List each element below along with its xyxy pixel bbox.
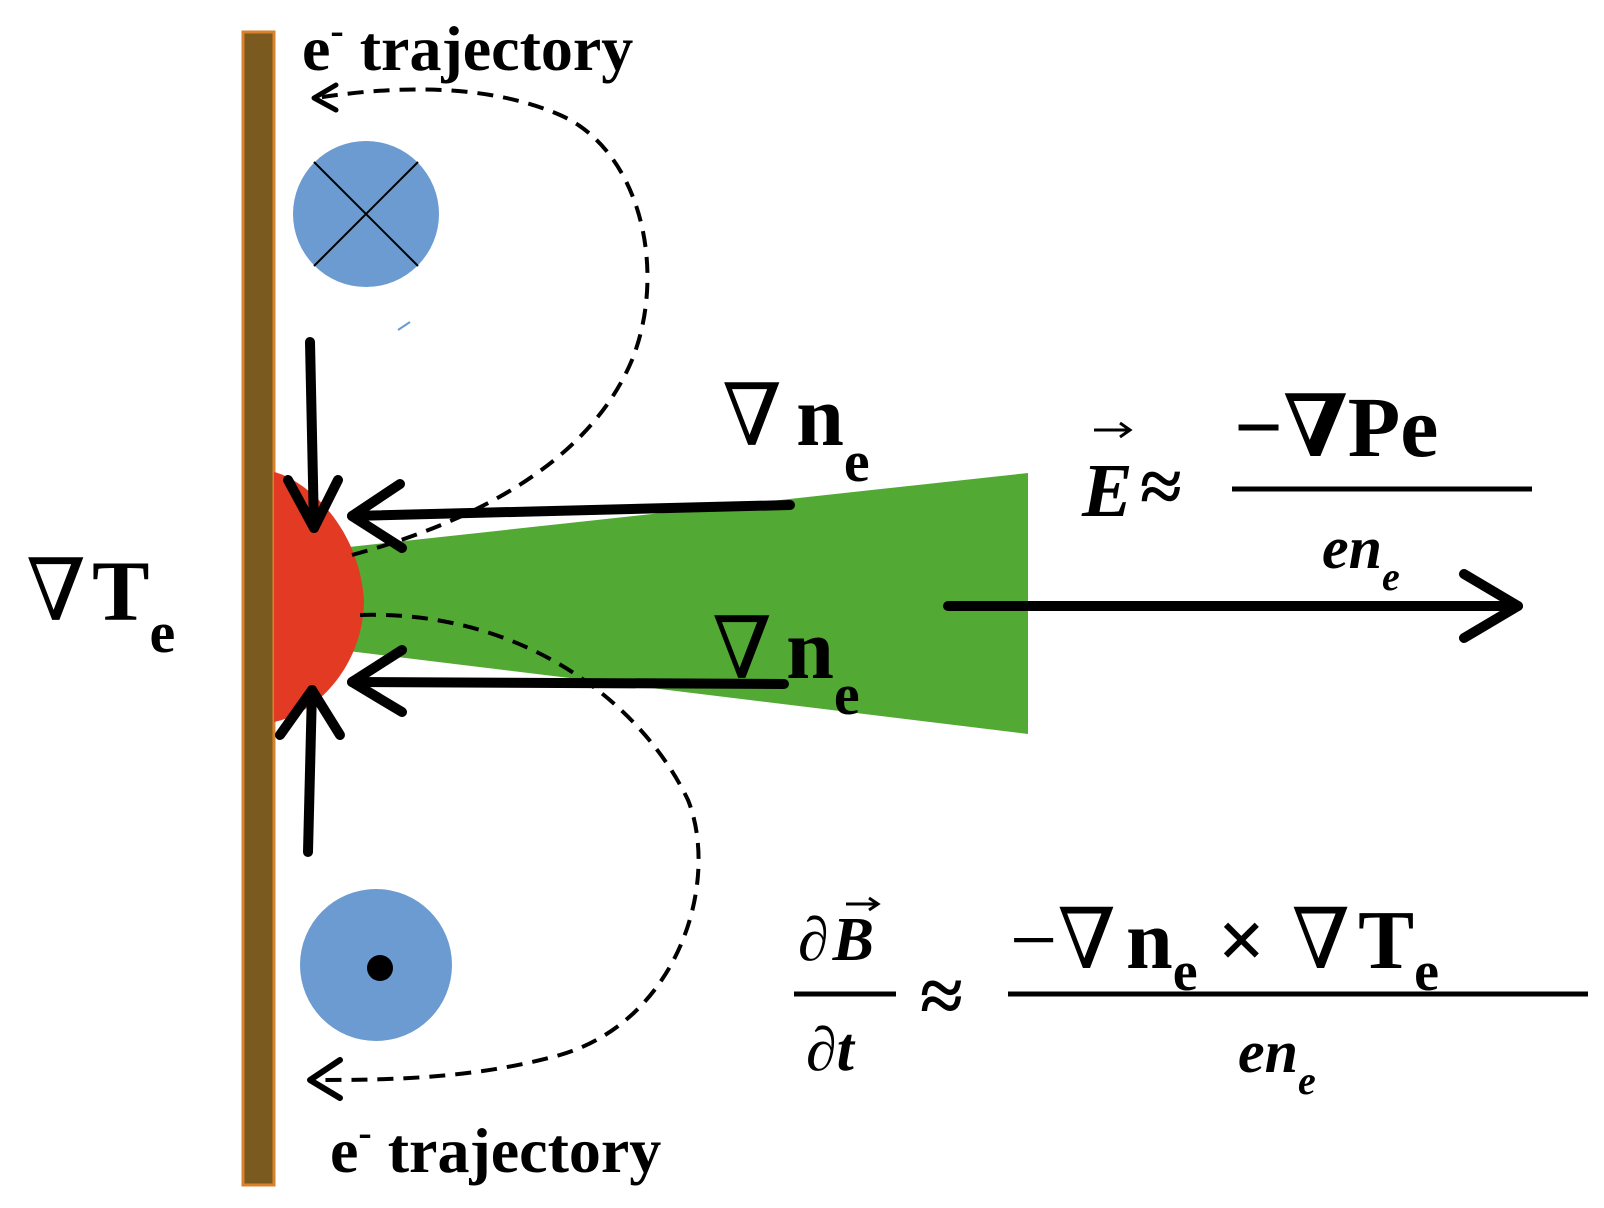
bfield-numerator: −∇ne×∇Te [1010, 894, 1439, 1003]
hot-spot [274, 472, 364, 722]
efield-denominator: ene [1322, 515, 1400, 599]
bfield-lhs-numerator: ∂B [798, 906, 874, 974]
grad-ne-label-upper: ∇ne [722, 368, 870, 494]
grad-te-arrow-up-head [275, 685, 345, 740]
electron-trajectory-lower-arrowhead [307, 1057, 343, 1101]
efield-numerator: −∇Pe [1234, 379, 1438, 475]
electron-trajectory-lower [309, 612, 701, 1082]
magnetic-field-into-page-icon [293, 141, 439, 287]
magnetic-field-out-of-page-icon [300, 889, 452, 1041]
bfield-denominator: ene [1238, 1019, 1316, 1103]
bfield-equation: ∂B ∂t ≈ −∇ne×∇Te ene [794, 894, 1588, 1103]
grad-ne-arrow-lower [347, 677, 789, 689]
bfield-lhs-denominator: ∂t [806, 1016, 856, 1084]
grad-ne-label-lower: ∇ne [712, 601, 860, 727]
efield-arrow-head [1459, 569, 1523, 643]
grad-te-arrow-down [305, 337, 319, 533]
efield-equation: E ≈ −∇Pe ene [1081, 379, 1532, 599]
grad-ne-arrow-upper-head [347, 479, 407, 553]
grad-te-label: ∇Te [26, 543, 175, 665]
bfield-approx: ≈ [920, 952, 963, 1039]
decorative-tick [397, 321, 411, 331]
trajectory-label-bottom: e- trajectory [330, 1110, 661, 1186]
grad-te-arrow-down-head [283, 475, 343, 533]
efield-lhs: E [1081, 449, 1133, 533]
grad-te-arrow-up [303, 685, 317, 857]
grad-ne-arrow-lower-head [347, 645, 407, 717]
target-foil [241, 30, 276, 1187]
plasma-plume [340, 473, 1028, 734]
electron-trajectory-upper-arrowhead [311, 82, 339, 113]
grad-ne-arrow-upper [347, 500, 795, 521]
electron-trajectory-upper [315, 87, 650, 557]
efield-approx: ≈ [1140, 445, 1182, 529]
trajectory-label-top: e- trajectory [302, 8, 633, 84]
